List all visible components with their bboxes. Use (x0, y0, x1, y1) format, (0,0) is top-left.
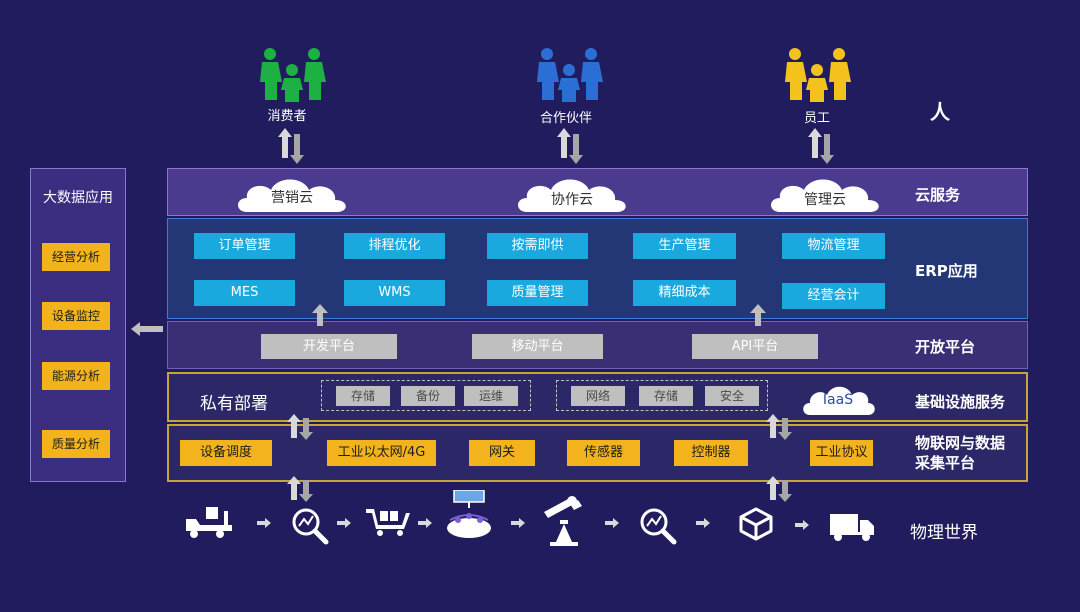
erp-module: 按需即供 (487, 233, 588, 259)
cloud-icon (238, 179, 346, 212)
search-analytics-icon (640, 508, 677, 545)
partner-people-icon (537, 48, 603, 102)
erp-module: 物流管理 (782, 233, 885, 259)
big-data-item: 能源分析 (42, 362, 110, 390)
cloud-icon (518, 179, 626, 212)
bidirectional-arrow-icon (766, 476, 792, 502)
step-arrow-icon (511, 518, 525, 528)
robot-arm-icon (544, 496, 582, 546)
open-platform-label: 开放平台 (915, 338, 976, 356)
erp-module: 质量管理 (487, 280, 588, 306)
erp-module: WMS (344, 280, 445, 306)
iot-label-line1: 物联网与数据 (915, 434, 1006, 452)
big-data-item: 经营分析 (42, 243, 110, 271)
left-arrow-icon (131, 322, 163, 336)
staff-label: 员工 (803, 111, 830, 126)
consumer-people-icon (260, 48, 326, 102)
partner-label: 合作伙伴 (539, 111, 592, 126)
package-icon (739, 507, 773, 541)
solar-panel-icon (447, 490, 491, 538)
management-cloud-label: 管理云 (804, 192, 846, 208)
bidirectional-arrow-icon (287, 414, 313, 440)
big-data-item: 设备监控 (42, 302, 110, 330)
erp-band (167, 218, 1028, 319)
step-arrow-icon (337, 518, 351, 528)
infra-item: 备份 (401, 386, 455, 406)
infra-item: 网络 (571, 386, 625, 406)
iaas-label: IaaS (822, 392, 854, 408)
infra-item: 安全 (705, 386, 759, 406)
step-arrow-icon (795, 520, 809, 530)
step-arrow-icon (257, 518, 271, 528)
big-data-panel: 大数据应用 经营分析 设备监控 能源分析 质量分析 (30, 168, 126, 482)
iot-item: 传感器 (567, 440, 640, 466)
erp-module: 生产管理 (633, 233, 736, 259)
infra-item: 存储 (336, 386, 390, 406)
physical-world-label: 物理世界 (910, 523, 978, 543)
storage-group-1: 存储 备份 运维 (321, 380, 531, 411)
people-layer-label: 人 (930, 100, 950, 124)
cart-icon (366, 509, 410, 536)
erp-module: MES (194, 280, 295, 306)
erp-module: 经营会计 (782, 283, 885, 309)
staff-people-icon (785, 48, 851, 102)
big-data-title: 大数据应用 (43, 190, 113, 206)
open-platform-item: API平台 (692, 334, 818, 359)
truck-loading-icon (186, 507, 232, 538)
iot-item: 网关 (469, 440, 535, 466)
bidirectional-arrow-icon (278, 128, 304, 164)
search-analytics-icon (292, 508, 329, 545)
step-arrow-icon (418, 518, 432, 528)
iaas-cloud-icon (803, 386, 875, 415)
iot-item: 设备调度 (180, 440, 272, 466)
big-data-item: 质量分析 (42, 430, 110, 458)
bidirectional-arrow-icon (287, 476, 313, 502)
open-platform-item: 开发平台 (261, 334, 397, 359)
erp-layer-label: ERP应用 (915, 262, 978, 280)
infrastructure-label: 基础设施服务 (915, 393, 1006, 411)
storage-group-2: 网络 存储 安全 (556, 380, 768, 411)
erp-module: 订单管理 (194, 233, 295, 259)
iot-item: 控制器 (674, 440, 748, 466)
private-deployment-label: 私有部署 (200, 394, 268, 414)
marketing-cloud-label: 营销云 (271, 190, 313, 206)
erp-module: 精细成本 (633, 280, 736, 306)
cloud-layer-label: 云服务 (915, 186, 961, 204)
step-arrow-icon (605, 518, 619, 528)
up-arrow-icon (750, 304, 766, 326)
step-arrow-icon (696, 518, 710, 528)
bidirectional-arrow-icon (808, 128, 834, 164)
iot-item: 工业协议 (810, 440, 873, 466)
up-arrow-icon (312, 304, 328, 326)
delivery-truck-icon (830, 514, 874, 541)
infra-item: 运维 (464, 386, 518, 406)
collaboration-cloud-label: 协作云 (551, 192, 593, 208)
open-platform-item: 移动平台 (472, 334, 603, 359)
cloud-icon (771, 179, 879, 212)
bidirectional-arrow-icon (766, 414, 792, 440)
iot-label-line2: 采集平台 (915, 454, 976, 472)
bidirectional-arrow-icon (557, 128, 583, 164)
erp-module: 排程优化 (344, 233, 445, 259)
consumer-label: 消费者 (267, 109, 307, 124)
iot-item: 工业以太网/4G (327, 440, 436, 466)
infra-item: 存储 (639, 386, 693, 406)
